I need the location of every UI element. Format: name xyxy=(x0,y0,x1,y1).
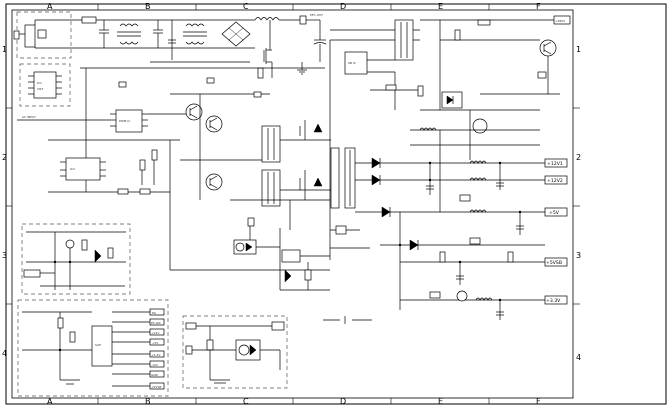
col-label-d-bottom: D xyxy=(340,397,346,406)
connector-pin-4 xyxy=(149,338,165,346)
output-12v-a-box xyxy=(544,158,568,168)
col-label-e-bottom: E xyxy=(438,397,443,406)
column-ticks xyxy=(97,4,490,404)
svg-text:SB IC: SB IC xyxy=(348,61,356,65)
inner-frame xyxy=(11,9,574,399)
col-label-c-bottom: C xyxy=(243,397,249,406)
connector-pin-8 xyxy=(149,382,165,390)
output-5v-label: +5V xyxy=(549,210,560,216)
output-3v3-box xyxy=(544,295,568,305)
row-label-2-left: 2 xyxy=(2,153,7,162)
col-label-a-top: A xyxy=(47,2,53,11)
svg-text:CNT: CNT xyxy=(37,87,43,91)
secondary-outputs: +12V1 +12V2 +5V +5VSB +3.3V xyxy=(355,127,568,320)
col-label-d-top: D xyxy=(340,2,346,11)
col-label-b-top: B xyxy=(145,2,151,11)
output-5vsb-box xyxy=(544,257,568,267)
col-label-b-bottom: B xyxy=(145,397,151,406)
output-5v-box xyxy=(544,207,568,217)
connector-pin-5-label: +3.3V xyxy=(151,353,161,357)
output-3v3-label: +3.3V xyxy=(546,298,561,304)
connector-pin-4-label: +5V xyxy=(152,341,159,345)
row-label-1-left: 1 xyxy=(2,45,7,54)
svg-text:SUP: SUP xyxy=(95,343,101,347)
pwm-control: PWM IC IC2 xyxy=(48,68,330,271)
output-12v-b-box xyxy=(544,175,568,185)
protection-block xyxy=(21,223,131,295)
outer-frame xyxy=(5,3,667,405)
column-labels-bottom: A B C D E F xyxy=(47,397,541,406)
row-label-3-right: 3 xyxy=(576,251,581,260)
connector-pin-8-label: +5VSB xyxy=(151,385,161,389)
feedback-block xyxy=(233,217,372,324)
opto-block xyxy=(182,315,288,389)
output-12v-b-label: +12V2 xyxy=(547,178,563,184)
supervisor-block: SUP PG PS-ON +12V +5V +3.3V -12V GND +5V… xyxy=(17,299,169,397)
ac-input-label: AC INPUT xyxy=(22,115,36,119)
pfc-out-label: PFC OUT xyxy=(310,13,323,17)
output-5vsb-label: +5VSB xyxy=(546,260,562,266)
svg-text:IC1: IC1 xyxy=(37,81,42,85)
col-label-a-bottom: A xyxy=(47,397,53,406)
ac-input-block: IC1 CNT AC INPUT xyxy=(13,11,255,121)
col-label-f-top: F xyxy=(536,2,541,11)
top-right-output-label: +380V xyxy=(555,19,566,23)
row-label-1-right: 1 xyxy=(576,45,581,54)
connector-pin-7 xyxy=(149,370,165,378)
output-12v-a-label: +12V1 xyxy=(547,161,563,167)
connector-pin-1 xyxy=(149,308,165,316)
pfc-stage: PFC OUT xyxy=(80,13,327,79)
row-label-4-right: 4 xyxy=(576,353,581,362)
col-label-f-bottom: F xyxy=(536,397,541,406)
connector-pin-6 xyxy=(149,360,165,368)
connector-pin-3 xyxy=(149,328,165,336)
row-label-4-left: 4 xyxy=(2,349,7,358)
row-label-3-left: 3 xyxy=(2,251,7,260)
main-transformer xyxy=(230,40,356,260)
row-labels: 1 2 3 4 1 2 3 4 xyxy=(2,45,581,362)
connector-pin-2 xyxy=(149,318,165,326)
column-labels-top: A B C D E F xyxy=(47,2,541,11)
connector-pin-1-label: PG xyxy=(152,311,157,315)
top-right-output-box xyxy=(553,15,571,25)
row-label-2-right: 2 xyxy=(576,153,581,162)
connector-pin-6-label: -12V xyxy=(151,363,159,367)
connector-pin-3-label: +12V xyxy=(151,331,160,335)
col-label-e-top: E xyxy=(438,2,443,11)
connector-pin-5 xyxy=(149,350,165,358)
col-label-c-top: C xyxy=(243,2,249,11)
svg-text:IC2: IC2 xyxy=(70,167,75,171)
connector-pin-2-label: PS-ON xyxy=(151,321,161,325)
standby-block: SB IC +380V xyxy=(330,15,571,160)
svg-text:PWM IC: PWM IC xyxy=(119,119,130,123)
connector-pin-7-label: GND xyxy=(151,373,159,377)
